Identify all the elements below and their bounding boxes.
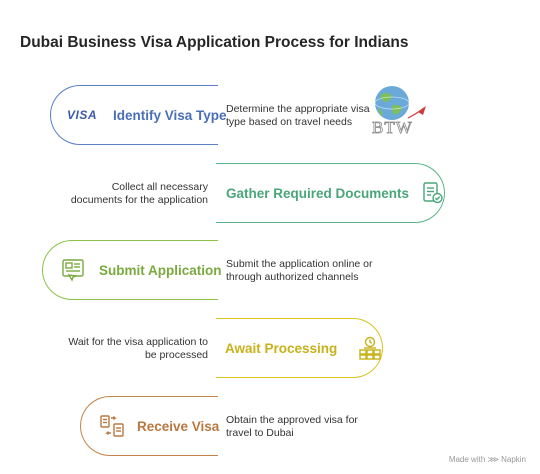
step-gather-required-documents: Gather Required Documents <box>216 163 445 223</box>
step-label: Gather Required Documents <box>226 185 410 201</box>
page-title: Dubai Business Visa Application Process … <box>20 34 409 51</box>
submit-form-icon <box>61 258 85 282</box>
visa-card-icon: VISA <box>67 108 98 122</box>
step-await-processing: Await Processing <box>216 318 383 378</box>
step-label: Await Processing <box>225 340 338 356</box>
step-submit-application: Submit Application <box>42 240 222 300</box>
footer-credit: Made with ⋙ Napkin <box>448 455 526 464</box>
document-exchange-icon <box>99 414 125 438</box>
processing-queue-icon <box>357 335 383 361</box>
document-check-icon <box>422 181 444 205</box>
globe-logo-icon: BTW <box>368 84 430 138</box>
step-label: Identify Visa Type <box>113 107 227 123</box>
step-label: Submit Application <box>99 262 222 278</box>
step-receive-visa: Receive Visa <box>80 396 220 456</box>
step-identify-visa-type: VISA Identify Visa Type <box>50 85 227 145</box>
logo-text: BTW <box>372 118 413 138</box>
step-label: Receive Visa <box>137 418 220 434</box>
